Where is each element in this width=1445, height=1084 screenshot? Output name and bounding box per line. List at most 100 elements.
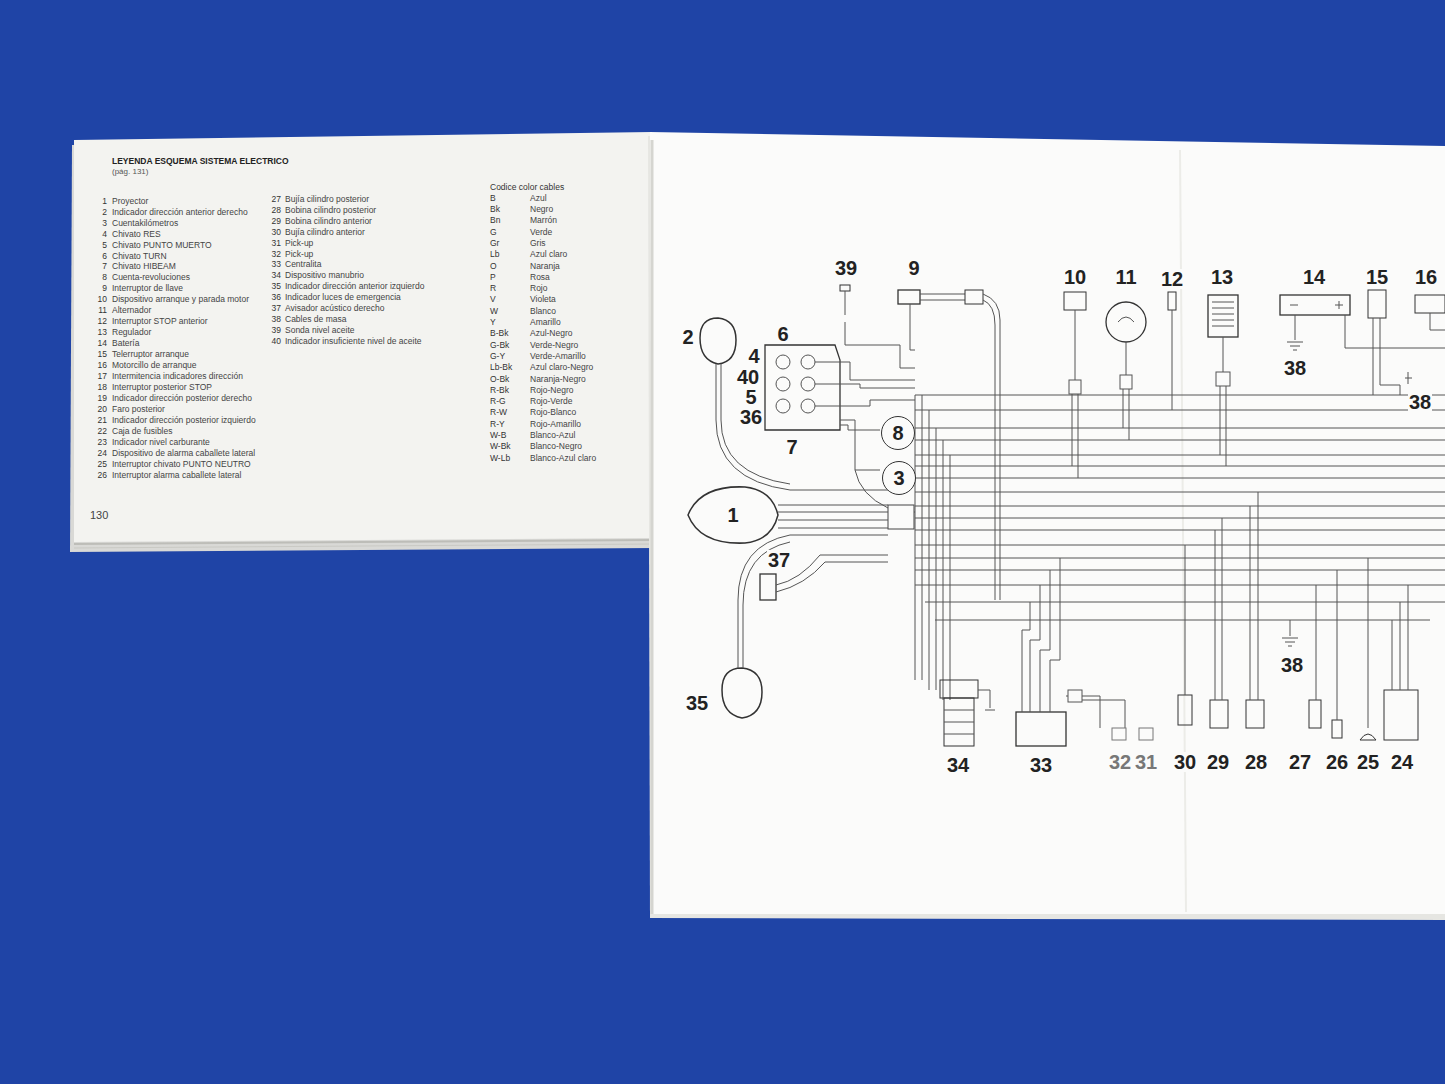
legend-text: Interruptor chivato PUNTO NEUTRO [112, 460, 251, 469]
color-name: Verde [530, 228, 552, 237]
color-name: Azul [530, 194, 547, 203]
callout-number: 14 [1302, 267, 1326, 287]
callout-number: 8 [892, 423, 903, 443]
color-code: P [490, 273, 496, 282]
color-code: G-Bk [490, 341, 509, 350]
legend-number: 13 [98, 328, 107, 337]
legend-number: 17 [98, 372, 107, 381]
legend-text: Interruptor alarma caballete lateral [112, 471, 241, 480]
legend-number: 25 [98, 460, 107, 469]
legend-number: 5 [102, 241, 107, 250]
callout-number: 40 [736, 367, 760, 387]
legend-number: 10 [98, 295, 107, 304]
color-name: Azul-Negro [530, 329, 573, 338]
callout-number: 30 [1173, 752, 1197, 772]
color-name: Rojo-Verde [530, 397, 573, 406]
legend-text: Indicador luces de emergencia [285, 293, 401, 302]
legend-text: Dispositivo manubrio [285, 271, 364, 280]
callout-number: 13 [1210, 267, 1234, 287]
legend-number: 29 [272, 217, 281, 226]
callout-number: 2 [681, 327, 694, 347]
legend-number: 34 [272, 271, 281, 280]
callout-number: 3 [893, 468, 904, 488]
legend-number: 22 [98, 427, 107, 436]
legend-text: Regulador [112, 328, 151, 337]
callout-number: 36 [739, 407, 763, 427]
legend-text: Telerruptor arranque [112, 350, 189, 359]
callout-number: 12 [1160, 269, 1184, 289]
legend-number: 1 [102, 197, 107, 206]
callout-number: 15 [1365, 267, 1389, 287]
color-name: Rosa [530, 273, 550, 282]
legend-text: Proyector [112, 197, 148, 206]
legend-number: 18 [98, 383, 107, 392]
color-code: Y [490, 318, 496, 327]
book-pages [70, 132, 1445, 920]
legend-text: Dispositivo de alarma caballete lateral [112, 449, 255, 458]
color-name: Naranja-Negro [530, 375, 586, 384]
color-name: Negro [530, 205, 553, 214]
color-code: W [490, 307, 498, 316]
color-code: R-Bk [490, 386, 509, 395]
color-name: Rojo-Amarillo [530, 420, 581, 429]
legend-number: 30 [272, 228, 281, 237]
color-code: B [490, 194, 496, 203]
legend-number: 16 [98, 361, 107, 370]
legend-text: Indicador dirección posterior derecho [112, 394, 252, 403]
callout-number: 32 [1108, 752, 1132, 772]
color-code: O [490, 262, 497, 271]
callout-number: 26 [1325, 752, 1349, 772]
legend-number: 8 [102, 273, 107, 282]
legend-text: Indicador dirección anterior izquierdo [285, 282, 424, 291]
legend-text: Interruptor de llave [112, 284, 183, 293]
legend-text: Centralita [285, 260, 321, 269]
color-name: Azul claro [530, 250, 567, 259]
legend-number: 4 [102, 230, 107, 239]
callout-number: 35 [685, 693, 709, 713]
legend-text: Bujía cilindro anterior [285, 228, 365, 237]
callout-number: 31 [1134, 752, 1158, 772]
callout-number: 33 [1029, 755, 1053, 775]
legend-text: Indicador dirección posterior izquierdo [112, 416, 256, 425]
legend-number: 26 [98, 471, 107, 480]
color-code: W-Lb [490, 454, 510, 463]
legend-number: 33 [272, 260, 281, 269]
color-name: Marrón [530, 216, 557, 225]
legend-number: 39 [272, 326, 281, 335]
color-code: V [490, 295, 496, 304]
callout-number: 38 [1283, 358, 1307, 378]
color-name: Rojo-Blanco [530, 408, 576, 417]
color-name: Azul claro-Negro [530, 363, 593, 372]
legend-text: Chivato TURN [112, 252, 167, 261]
color-code: Lb-Bk [490, 363, 512, 372]
legend-text: Interruptor STOP anterior [112, 317, 208, 326]
callout-number: 6 [776, 324, 789, 344]
legend-text: Pick-up [285, 250, 313, 259]
page-number: 130 [90, 510, 108, 521]
color-code: W-Bk [490, 442, 511, 451]
legend-text: Dispositivo arranque y parada motor [112, 295, 249, 304]
legend-number: 19 [98, 394, 107, 403]
callout-number: 39 [834, 258, 858, 278]
callout-number: 25 [1356, 752, 1380, 772]
callout-number: 7 [785, 437, 798, 457]
legend-number: 9 [102, 284, 107, 293]
legend-text: Indicador dirección anterior derecho [112, 208, 248, 217]
color-code: R [490, 284, 496, 293]
callout-number: 27 [1288, 752, 1312, 772]
callout-number: 29 [1206, 752, 1230, 772]
circled-number: 3 [882, 461, 916, 495]
callout-number: 37 [767, 550, 791, 570]
color-name: Gris [530, 239, 546, 248]
legend-number: 6 [102, 252, 107, 261]
color-code: G [490, 228, 497, 237]
page-ref: (pág. 131) [112, 168, 148, 176]
legend-number: 40 [272, 337, 281, 346]
legend-text: Cuenta-revoluciones [112, 273, 190, 282]
legend-text: Interruptor posterior STOP [112, 383, 212, 392]
color-code: G-Y [490, 352, 505, 361]
legend-text: Motorcillo de arranque [112, 361, 197, 370]
legend-number: 31 [272, 239, 281, 248]
color-code: B-Bk [490, 329, 508, 338]
legend-text: Avisador acústico derecho [285, 304, 385, 313]
